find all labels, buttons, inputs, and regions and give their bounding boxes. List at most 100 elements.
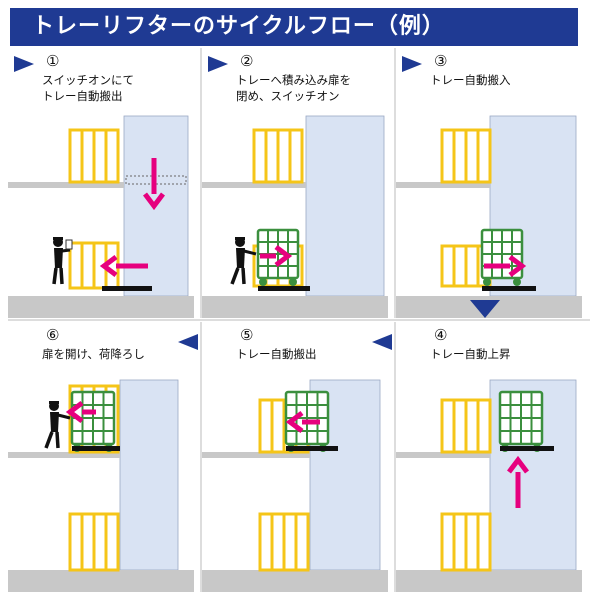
step-2-label: トレーへ積み込み扉を 閉め、スイッチオン [236,72,386,104]
floor-slab [396,182,490,188]
step-4-panel: ④ トレー自動上昇 [396,322,582,592]
arrow-head [507,455,529,474]
green-cart [70,390,116,452]
worker-cap [53,237,63,240]
step-5-panel: ⑤ トレー自動搬出 [202,322,388,592]
step-4-number: ④ [434,326,448,344]
arrow-head [99,255,118,277]
step-5-label: トレー自動搬出 [236,346,386,362]
worker-leg [52,267,58,285]
step-4-label: トレー自動上昇 [430,346,580,362]
step-5-number: ⑤ [240,326,254,344]
step-5-label-line: トレー自動搬出 [236,347,317,361]
arrow-head [508,255,527,277]
step-marker-icon [208,56,228,72]
arrow-head [285,411,304,433]
yellow-crate [252,128,304,184]
worker-cap [235,237,245,240]
step-2-illustration [202,56,388,318]
step-4-illustration [396,379,582,592]
arrow-head [274,245,293,267]
lift-tray [482,286,536,291]
worker-arm [61,248,71,253]
floor-slab [202,296,388,318]
floor-slab [202,182,306,188]
yellow-crate [68,512,120,572]
cart-wheel [513,278,521,286]
worker-figure [44,401,71,449]
step-2-label-line: トレーへ積み込み扉を [236,73,351,87]
yellow-crate [68,241,120,290]
cart-wheel [483,278,491,286]
worker-arm [243,249,257,256]
step-1-panel: ① スイッチオンにて トレー自動搬出 [8,48,194,318]
worker-arm [57,413,71,420]
step-6-label-line: 扉を開け、荷降ろし [42,347,145,361]
floor-slab [202,570,388,592]
green-cart [256,228,300,286]
worker-figure [52,237,71,285]
pink-arrow [143,158,165,211]
pink-arrow [507,455,529,508]
floor-slab [396,452,490,458]
step-6-illustration [8,379,194,592]
floor-slab [8,452,120,458]
arrow-head [143,192,165,211]
step-1-label: スイッチオンにて トレー自動搬出 [42,72,192,104]
step-3-label: トレー自動搬入 [430,72,580,88]
step-marker-icon [402,56,422,72]
step-3-panel: ③ トレー自動搬入 [396,48,582,318]
worker-leg [44,431,54,449]
step-6-label: 扉を開け、荷降ろし [42,346,192,362]
page-title: トレーリフターのサイクルフロー（例） [10,8,578,46]
pink-arrow [99,255,148,277]
yellow-crate [440,512,492,572]
floor-slab [202,452,310,458]
step-6-panel: ⑥ 扉を開け、荷降ろし [8,322,194,592]
step-3-number: ③ [434,52,448,70]
step-6-number: ⑥ [46,326,60,344]
worker-cap [49,401,59,404]
floor-slab [8,570,194,592]
floor-slab [8,296,194,318]
lift-tray [258,286,310,291]
floor-slab [396,296,582,318]
green-cart [480,228,524,286]
cart-wheel [289,278,297,286]
lift-shaft [119,379,179,571]
step-3-label-line: トレー自動搬入 [430,73,511,87]
worker-leg [241,267,246,285]
pink-arrow [285,411,320,433]
lift-tray [72,446,120,451]
step-1-illustration [8,56,194,318]
floor-slab [396,570,582,592]
yellow-crate [440,128,492,184]
worker-leg [230,267,240,285]
yellow-crate [68,128,120,184]
step-3-illustration [396,56,582,318]
yellow-crate [440,398,492,454]
pink-arrow [484,255,527,277]
pink-arrow [260,245,293,267]
worker-leg [59,267,64,285]
yellow-crate [258,512,310,572]
worker-leg [55,431,60,449]
worker-figure [230,237,257,285]
step-1-number: ① [46,52,60,70]
step-2-label-line: 閉め、スイッチオン [236,89,340,103]
worker-body [50,412,59,432]
step-marker-icon [14,56,34,72]
step-2-panel: ② トレーへ積み込み扉を 閉め、スイッチオン [202,48,388,318]
lift-tray [500,446,554,451]
lift-tray [286,446,338,451]
worker-body [236,248,245,268]
pink-arrow [65,401,96,423]
switch-box-icon [65,239,73,250]
arrow-head [65,401,84,423]
worker-body [54,248,63,268]
floor-slab [8,182,124,188]
green-cart [498,390,544,452]
lift-tray [102,286,152,291]
lift-shaft [305,115,385,297]
step-2-number: ② [240,52,254,70]
